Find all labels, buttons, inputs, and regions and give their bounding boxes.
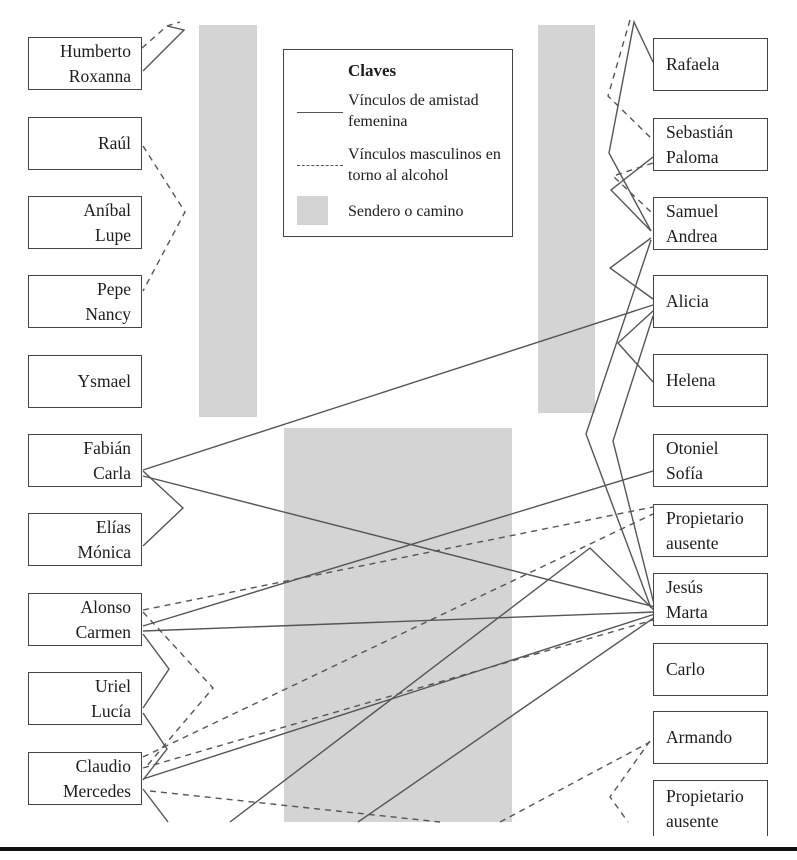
female-friendship-tie-line bbox=[608, 237, 654, 300]
figure-bottom-margin bbox=[0, 836, 797, 847]
female-friendship-tie-line bbox=[142, 304, 654, 471]
household-name: Aníbal bbox=[83, 199, 131, 220]
male-alcohol-tie-line bbox=[141, 21, 181, 49]
household-name: Humberto bbox=[60, 40, 131, 61]
legend-item-female-friendship: Vínculos de amistad femenina bbox=[348, 92, 479, 130]
household-name: Roxanna bbox=[68, 65, 131, 86]
household-box-propietario-ausente: Propietario ausente bbox=[653, 504, 768, 557]
household-name: Paloma bbox=[666, 146, 719, 167]
female-friendship-tie-line bbox=[142, 613, 656, 780]
household-name: Fabián bbox=[83, 437, 131, 458]
male-alcohol-tie-line bbox=[142, 145, 186, 292]
male-alcohol-tie-line bbox=[611, 162, 654, 213]
household-name: Jesús bbox=[666, 576, 703, 597]
female-friendship-tie-line bbox=[142, 470, 654, 627]
household-box-rafaela: Rafaela bbox=[653, 38, 768, 91]
household-name: Lupe bbox=[95, 224, 131, 245]
female-friendship-tie-line bbox=[142, 633, 170, 709]
household-box-carlo: Carlo bbox=[653, 643, 768, 696]
male-alcohol-tie-line bbox=[499, 741, 651, 823]
female-friendship-tie-line bbox=[142, 788, 169, 823]
household-name: Propietario bbox=[666, 507, 744, 528]
household-name: Pepe bbox=[96, 278, 131, 299]
female-friendship-tie-line bbox=[142, 712, 168, 781]
male-alcohol-tie-line bbox=[142, 506, 654, 611]
legend-item-male-alcohol: Vínculos masculinos en torno al alcohol bbox=[348, 146, 501, 184]
female-friendship-tie-line bbox=[617, 310, 654, 383]
female-friendship-tie-line bbox=[608, 19, 654, 232]
female-friendship-tie-line bbox=[142, 470, 185, 547]
household-name: ausente bbox=[666, 810, 719, 831]
male-alcohol-tie-line bbox=[609, 740, 651, 823]
household-name: Rafaela bbox=[666, 54, 720, 74]
household-name: Samuel bbox=[666, 200, 719, 221]
solid-line-sample-icon bbox=[297, 112, 343, 113]
household-name: Andrea bbox=[666, 225, 718, 246]
household-name: Nancy bbox=[85, 303, 131, 324]
dashed-line-sample-icon bbox=[297, 165, 343, 166]
household-name: Carla bbox=[93, 462, 131, 483]
household-box-helena: Helena bbox=[653, 354, 768, 407]
page-rule bbox=[0, 847, 797, 851]
legend-item-path: Sendero o camino bbox=[348, 203, 464, 220]
female-friendship-tie-line bbox=[142, 475, 656, 608]
female-friendship-tie-line bbox=[585, 239, 652, 609]
household-name: Uriel bbox=[95, 675, 131, 696]
male-alcohol-tie-line bbox=[142, 619, 654, 769]
male-alcohol-tie-line bbox=[142, 611, 214, 768]
household-name: Carlo bbox=[666, 659, 705, 679]
household-name: Propietario bbox=[666, 785, 744, 806]
household-name: Lucía bbox=[91, 700, 131, 721]
household-name: Sebastián bbox=[666, 121, 734, 142]
household-name: Mercedes bbox=[62, 780, 131, 801]
household-name: Mónica bbox=[77, 541, 131, 562]
legend-title: Claves bbox=[348, 61, 397, 80]
household-name: Armando bbox=[666, 727, 733, 747]
household-box-propietario-ausente: Propietario ausente bbox=[653, 780, 768, 836]
household-name: Sofía bbox=[666, 462, 703, 483]
household-name: Carmen bbox=[75, 621, 131, 642]
household-name: ausente bbox=[666, 532, 719, 553]
household-name: Marta bbox=[666, 601, 708, 622]
household-box-raul: Raúl bbox=[28, 117, 142, 170]
household-box-ysmael: Ysmael bbox=[28, 355, 142, 408]
household-name: Helena bbox=[666, 370, 716, 390]
male-alcohol-tie-line bbox=[607, 19, 654, 141]
path-area-sample-icon bbox=[297, 196, 328, 225]
legend: Claves Vínculos de amistad femenina Vínc… bbox=[283, 49, 513, 237]
left-path bbox=[199, 25, 257, 417]
household-name: Raúl bbox=[97, 133, 131, 153]
household-name: Claudio bbox=[75, 755, 131, 776]
female-friendship-tie-line bbox=[357, 616, 656, 823]
female-friendship-tie-line bbox=[229, 547, 656, 823]
female-friendship-tie-line bbox=[142, 25, 186, 72]
female-friendship-tie-line bbox=[612, 315, 655, 605]
household-name: Otoniel bbox=[666, 437, 719, 458]
household-box-alicia: Alicia bbox=[653, 275, 768, 328]
household-box-armando: Armando bbox=[653, 711, 768, 764]
household-name: Alicia bbox=[666, 291, 709, 311]
female-friendship-tie-line bbox=[142, 611, 656, 632]
right-path bbox=[538, 25, 595, 413]
household-name: Alonso bbox=[80, 596, 131, 617]
household-name: Ysmael bbox=[77, 371, 131, 391]
male-alcohol-tie-line bbox=[149, 790, 441, 823]
household-name: Elías bbox=[96, 516, 131, 537]
